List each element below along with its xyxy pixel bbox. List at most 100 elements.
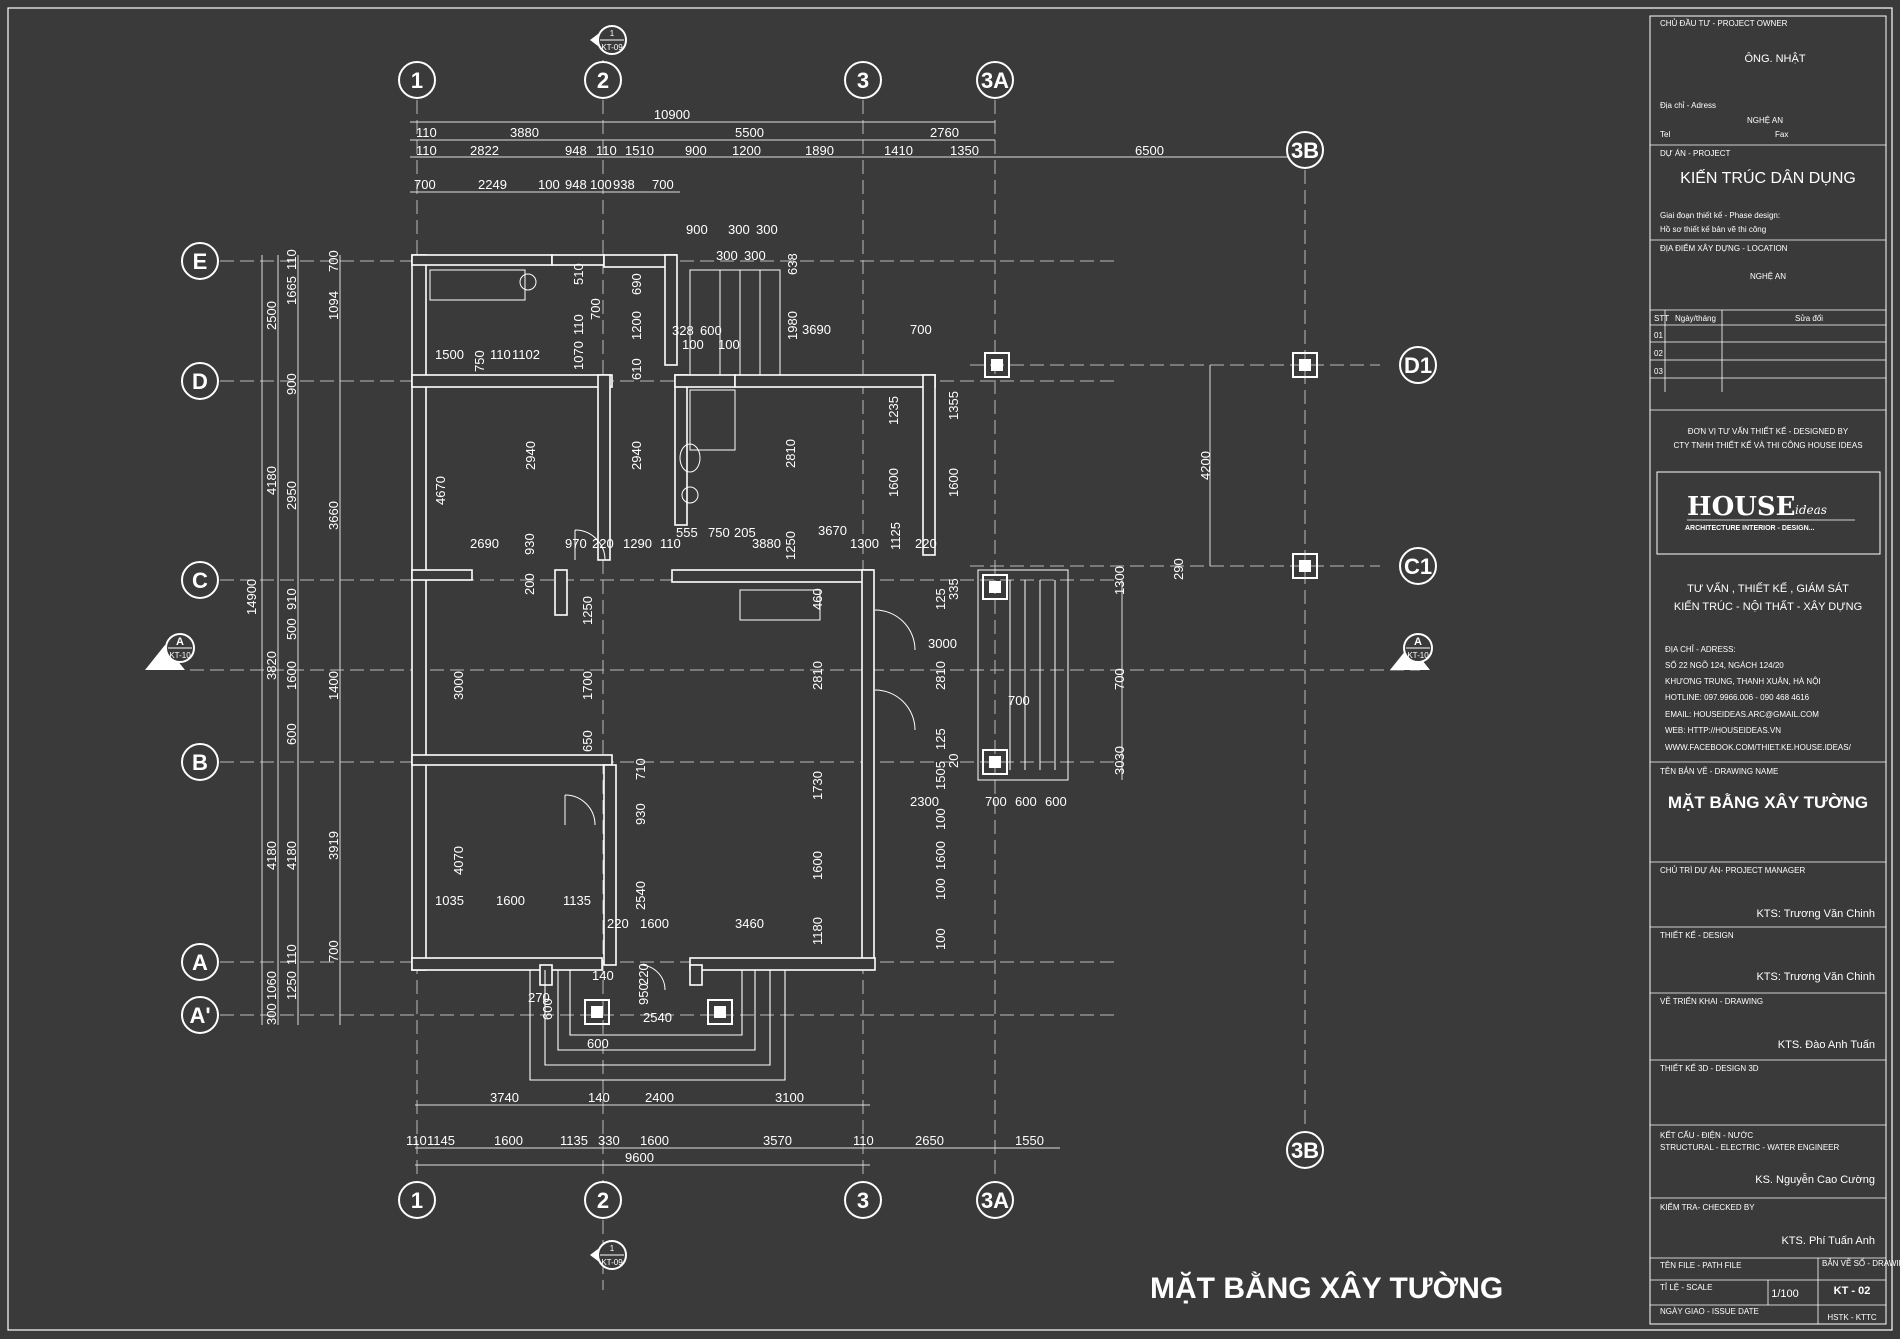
svg-text:4670: 4670 — [433, 476, 448, 505]
svg-text:Giai đoạn thiết kế - Phase des: Giai đoạn thiết kế - Phase design: — [1660, 211, 1780, 220]
svg-text:KT - 02: KT - 02 — [1834, 1285, 1871, 1297]
svg-text:2940: 2940 — [629, 441, 644, 470]
svg-text:220: 220 — [636, 963, 651, 985]
dim-top-r2: 900 — [685, 143, 707, 158]
svg-text:TÊN FILE - PATH FILE: TÊN FILE - PATH FILE — [1660, 1261, 1742, 1270]
svg-text:970: 970 — [565, 536, 587, 551]
svg-text:EMAIL: HOUSEIDEAS.ARC@GMAIL.CO: EMAIL: HOUSEIDEAS.ARC@GMAIL.COM — [1665, 710, 1819, 719]
svg-text:NGÀY GIAO - ISSUE DATE: NGÀY GIAO - ISSUE DATE — [1660, 1307, 1759, 1316]
svg-text:4180: 4180 — [264, 841, 279, 870]
dim-top-r2: 1410 — [884, 143, 913, 158]
dim-top-r3: 100 — [538, 177, 560, 192]
svg-text:1102: 1102 — [512, 347, 540, 362]
grid-bubble-D1: D1 — [1399, 346, 1437, 384]
sheet-border — [7, 7, 1893, 1331]
svg-text:270: 270 — [528, 990, 550, 1005]
svg-text:600: 600 — [540, 998, 555, 1020]
house-ideas-logo: HOUSE ideas ARCHITECTURE INTERIOR - DESI… — [1656, 471, 1881, 555]
svg-text:110: 110 — [490, 347, 511, 362]
svg-text:1094: 1094 — [326, 291, 341, 320]
dim-bottom-r2: 1550 — [1015, 1133, 1044, 1148]
svg-text:910: 910 — [284, 588, 299, 610]
svg-text:D1: D1 — [1404, 353, 1432, 378]
svg-text:2940: 2940 — [523, 441, 538, 470]
side-stairs — [977, 569, 1069, 781]
svg-text:1250: 1250 — [284, 971, 299, 1000]
svg-text:2: 2 — [597, 1188, 609, 1213]
dim-top-total: 10900 — [654, 107, 690, 122]
grid-bubble-C: C — [181, 561, 219, 599]
svg-text:STT: STT — [1654, 314, 1669, 323]
svg-text:1035: 1035 — [435, 893, 464, 908]
svg-text:VẼ TRIỂN KHAI - DRAWING: VẼ TRIỂN KHAI - DRAWING — [1660, 997, 1763, 1006]
svg-text:ĐỊA ĐIỂM XÂY DỰNG - LOCATION: ĐỊA ĐIỂM XÂY DỰNG - LOCATION — [1660, 244, 1788, 253]
svg-text:2810: 2810 — [933, 661, 948, 690]
grid-bubble-E: E — [181, 242, 219, 280]
grid-bubble-2-bottom: 2 — [584, 1181, 622, 1219]
dim-stair: 300 — [756, 222, 778, 237]
svg-text:700: 700 — [326, 250, 341, 272]
svg-text:500: 500 — [284, 618, 299, 640]
svg-text:290: 290 — [1171, 558, 1186, 580]
svg-text:510: 510 — [571, 263, 586, 285]
svg-text:1600: 1600 — [946, 468, 961, 497]
dim-top-r2: 110 — [596, 143, 617, 158]
dim-bottom-r1: 3740 — [490, 1090, 519, 1105]
dim-top-r3: 948 — [565, 177, 587, 192]
svg-text:3030: 3030 — [1112, 746, 1127, 775]
grid-bubble-1-bottom: 1 — [398, 1181, 436, 1219]
svg-text:2: 2 — [597, 68, 609, 93]
svg-text:1070: 1070 — [571, 341, 586, 370]
porch-steps — [529, 970, 786, 1081]
svg-text:2690: 2690 — [470, 536, 499, 551]
svg-text:Địa chỉ - Adress: Địa chỉ - Adress — [1660, 101, 1716, 110]
dimension-labels: 10900 110 3880 5500 2760 110 2822 948 11… — [244, 107, 1213, 1165]
dim-bottom-r1: 3100 — [775, 1090, 804, 1105]
svg-text:100: 100 — [933, 928, 948, 950]
title-block: CHỦ ĐẦU TƯ - PROJECT OWNER ÔNG. NHẬT Địa… — [1650, 18, 1900, 1324]
svg-text:KTS: Trương Văn Chinh: KTS: Trương Văn Chinh — [1756, 908, 1875, 920]
svg-text:2300: 2300 — [910, 794, 939, 809]
svg-text:1: 1 — [610, 29, 615, 38]
dim-stair: 900 — [686, 222, 708, 237]
columns — [584, 352, 1318, 1025]
dim-top-r2: 1350 — [950, 143, 979, 158]
svg-text:110: 110 — [571, 314, 586, 335]
svg-text:ÔNG. NHẬT: ÔNG. NHẬT — [1744, 52, 1805, 65]
svg-text:KS. Nguyễn Cao Cường: KS. Nguyễn Cao Cường — [1755, 1173, 1875, 1186]
svg-text:3B: 3B — [1291, 1138, 1319, 1163]
svg-text:1135: 1135 — [563, 893, 591, 908]
svg-text:3000: 3000 — [451, 671, 466, 700]
svg-text:2950: 2950 — [284, 481, 299, 510]
svg-text:220: 220 — [607, 916, 629, 931]
svg-text:110: 110 — [284, 249, 299, 270]
svg-text:3820: 3820 — [264, 651, 279, 680]
svg-text:1730: 1730 — [810, 771, 825, 800]
svg-text:650: 650 — [580, 730, 595, 752]
svg-text:125: 125 — [933, 588, 948, 610]
svg-text:750: 750 — [472, 350, 487, 372]
svg-text:1600: 1600 — [496, 893, 525, 908]
svg-text:STRUCTURAL - ELECTRIC - WATER: STRUCTURAL - ELECTRIC - WATER ENGINEER — [1660, 1143, 1839, 1152]
svg-text:600: 600 — [284, 723, 299, 745]
drawing-title: MẶT BẰNG XÂY TƯỜNG — [1150, 1271, 1503, 1305]
svg-text:220: 220 — [915, 536, 937, 551]
svg-text:KTS: Trương Văn Chinh: KTS: Trương Văn Chinh — [1756, 971, 1875, 983]
svg-text:A: A — [1414, 636, 1422, 648]
svg-text:555: 555 — [676, 525, 698, 540]
svg-text:C: C — [192, 568, 208, 593]
svg-text:100: 100 — [933, 878, 948, 900]
svg-text:B: B — [192, 750, 208, 775]
dim-bottom-r1: 140 — [588, 1090, 610, 1105]
svg-text:ARCHITECTURE INTERIOR - DESIGN: ARCHITECTURE INTERIOR - DESIGN... — [1685, 525, 1815, 532]
svg-text:700: 700 — [1008, 693, 1030, 708]
svg-text:D: D — [192, 369, 208, 394]
svg-text:NGHỆ AN: NGHỆ AN — [1750, 272, 1786, 281]
svg-text:3A: 3A — [981, 1188, 1009, 1213]
svg-text:220: 220 — [592, 536, 614, 551]
section-markers: 1 KT-09 1 KT-09 A KT-10 A KT-10 — [145, 25, 1433, 1270]
svg-text:SỐ 22 NGÕ 124, NGÁCH 124/20: SỐ 22 NGÕ 124, NGÁCH 124/20 — [1665, 660, 1784, 670]
svg-text:1250: 1250 — [783, 531, 798, 560]
svg-text:1: 1 — [411, 1188, 423, 1213]
dim-top-r1: 110 — [416, 125, 437, 140]
